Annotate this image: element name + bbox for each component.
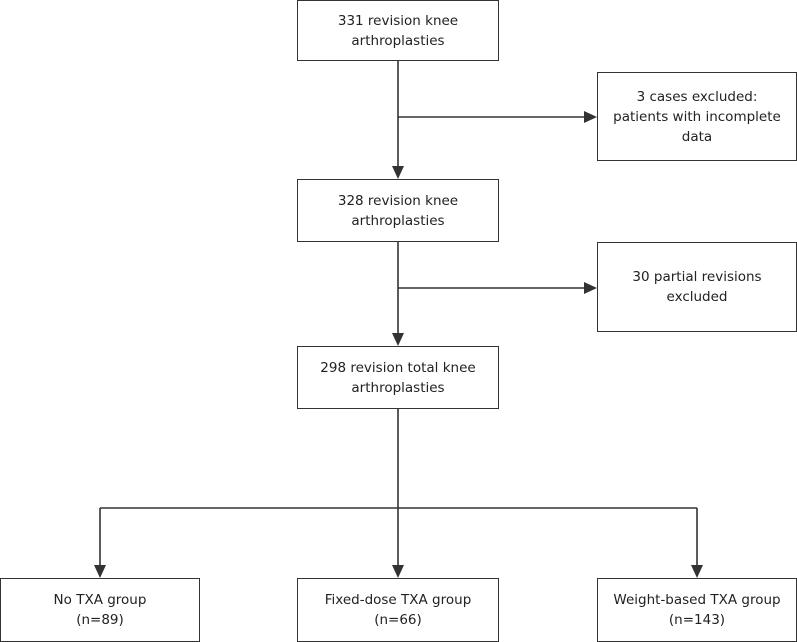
- fixed-dose-line1: Fixed-dose TXA group: [324, 592, 472, 608]
- arrowhead-1-2: [392, 166, 404, 179]
- box-331-revision-knee: 331 revision knee arthroplasties: [297, 0, 499, 61]
- box-331-line1: 331 revision knee: [337, 12, 459, 29]
- box-298-revision-total-knee: 298 revision total knee arthroplasties: [297, 346, 499, 409]
- box-no-txa-group: No TXA group (n=89): [0, 578, 200, 642]
- excluded-incomplete-line2: patients with incomplete: [613, 108, 781, 125]
- box-weight-based-txa-group: Weight-based TXA group (n=143): [597, 578, 797, 642]
- arrowhead-exclude-2: [584, 282, 597, 294]
- arrowhead-fixed-dose: [392, 565, 404, 578]
- arrowhead-no-txa: [94, 565, 106, 578]
- excluded-incomplete-line3: data: [681, 128, 713, 145]
- box-excluded-incomplete: 3 cases excluded: patients with incomple…: [597, 72, 797, 161]
- arrowhead-weight-based: [691, 565, 703, 578]
- excluded-incomplete-line1: 3 cases excluded:: [636, 88, 758, 105]
- no-txa-line1: No TXA group: [53, 592, 147, 608]
- box-298-line2: arthroplasties: [351, 379, 445, 396]
- excluded-partial-line2: excluded: [666, 289, 728, 305]
- box-298-line1: 298 revision total knee: [320, 359, 476, 376]
- box-331-line2: arthroplasties: [351, 32, 445, 49]
- weight-based-line1: Weight-based TXA group: [613, 592, 781, 608]
- excluded-partial-line1: 30 partial revisions: [632, 269, 762, 285]
- fixed-dose-line2: (n=66): [374, 612, 422, 628]
- box-328-revision-knee: 328 revision knee arthroplasties: [297, 179, 499, 242]
- no-txa-line2: (n=89): [76, 612, 124, 628]
- box-328-line1: 328 revision knee: [337, 192, 459, 209]
- box-328-line2: arthroplasties: [351, 212, 445, 229]
- arrowhead-2-3: [392, 333, 404, 346]
- arrowhead-exclude-1: [584, 111, 597, 123]
- box-fixed-dose-txa-group: Fixed-dose TXA group (n=66): [297, 578, 499, 642]
- box-excluded-partial: 30 partial revisions excluded: [597, 242, 797, 332]
- weight-based-line2: (n=143): [668, 612, 726, 628]
